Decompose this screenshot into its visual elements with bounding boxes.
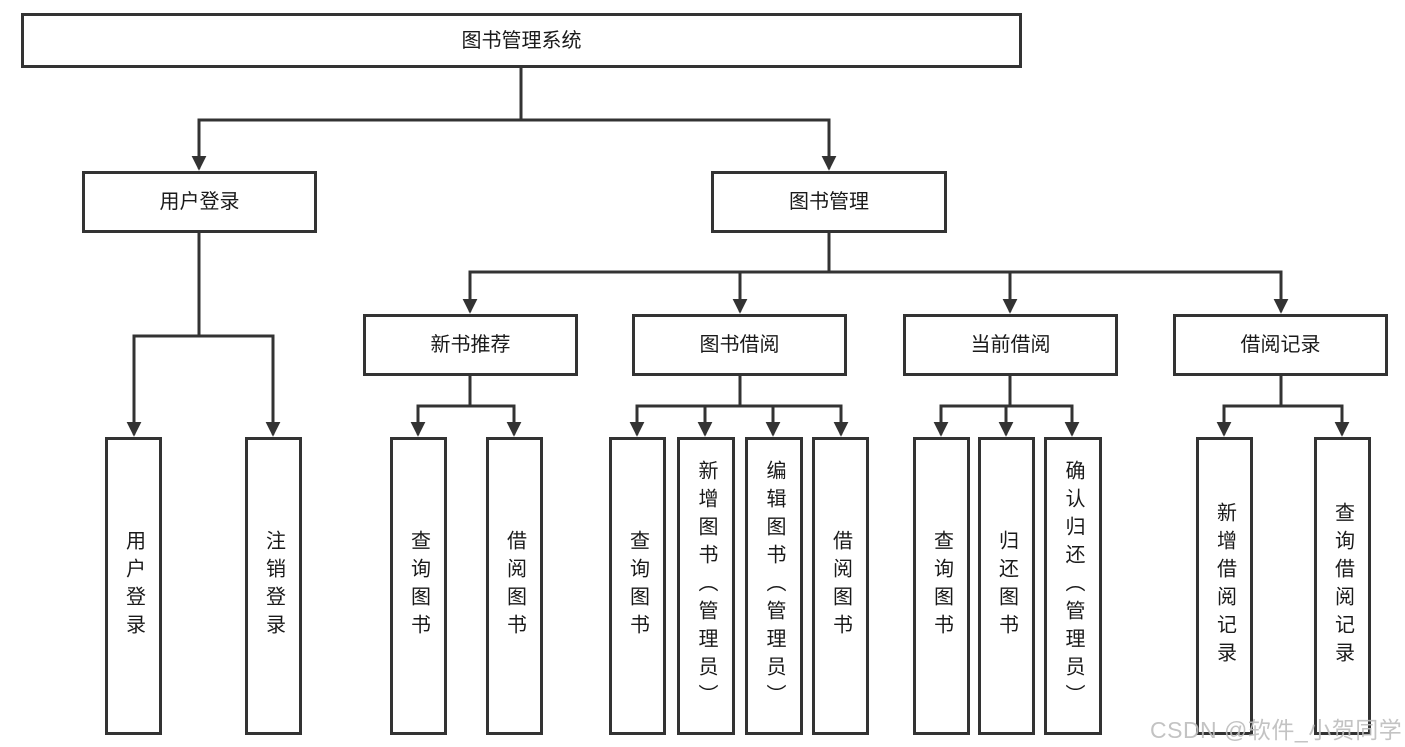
node-leaf-user-login: 用户登录 [105,437,162,735]
node-book-manage-branch: 图书管理 [711,171,947,233]
connector-new-book-children [410,374,522,437]
node-leaf-current-return-book: 归还图书 [978,437,1035,735]
node-leaf-borrow-query-book: 查询图书 [609,437,666,735]
connector-user-login-children [126,231,281,437]
node-leaf-record-add-record: 新增借阅记录 [1196,437,1253,735]
node-leaf-record-query-record: 查询借阅记录 [1314,437,1371,735]
connector-borrow-record-children [1216,374,1350,437]
node-leaf-borrow-edit-book-admin: 编辑图书（管理员） [745,437,803,735]
connector-book-borrow-children [629,374,849,437]
csdn-watermark: CSDN @软件_小贺同学 [1150,717,1403,743]
node-current-borrow: 当前借阅 [903,314,1118,376]
node-leaf-borrow-borrow-book: 借阅图书 [812,437,869,735]
node-user-login-branch: 用户登录 [82,171,317,233]
node-leaf-current-confirm-return-admin: 确认归还（管理员） [1044,437,1102,735]
node-new-book-recommend: 新书推荐 [363,314,578,376]
node-root-library-system: 图书管理系统 [21,13,1022,68]
node-leaf-borrow-add-book-admin: 新增图书（管理员） [677,437,735,735]
node-borrow-record: 借阅记录 [1173,314,1388,376]
node-leaf-newbook-borrow-book: 借阅图书 [486,437,543,735]
connector-root-to-level2 [191,66,837,171]
connector-book-manage-children [462,231,1289,314]
connector-current-borrow-children [933,374,1080,437]
node-leaf-newbook-query-book: 查询图书 [390,437,447,735]
node-book-borrow: 图书借阅 [632,314,847,376]
node-leaf-current-query-book: 查询图书 [913,437,970,735]
node-leaf-logout: 注销登录 [245,437,302,735]
